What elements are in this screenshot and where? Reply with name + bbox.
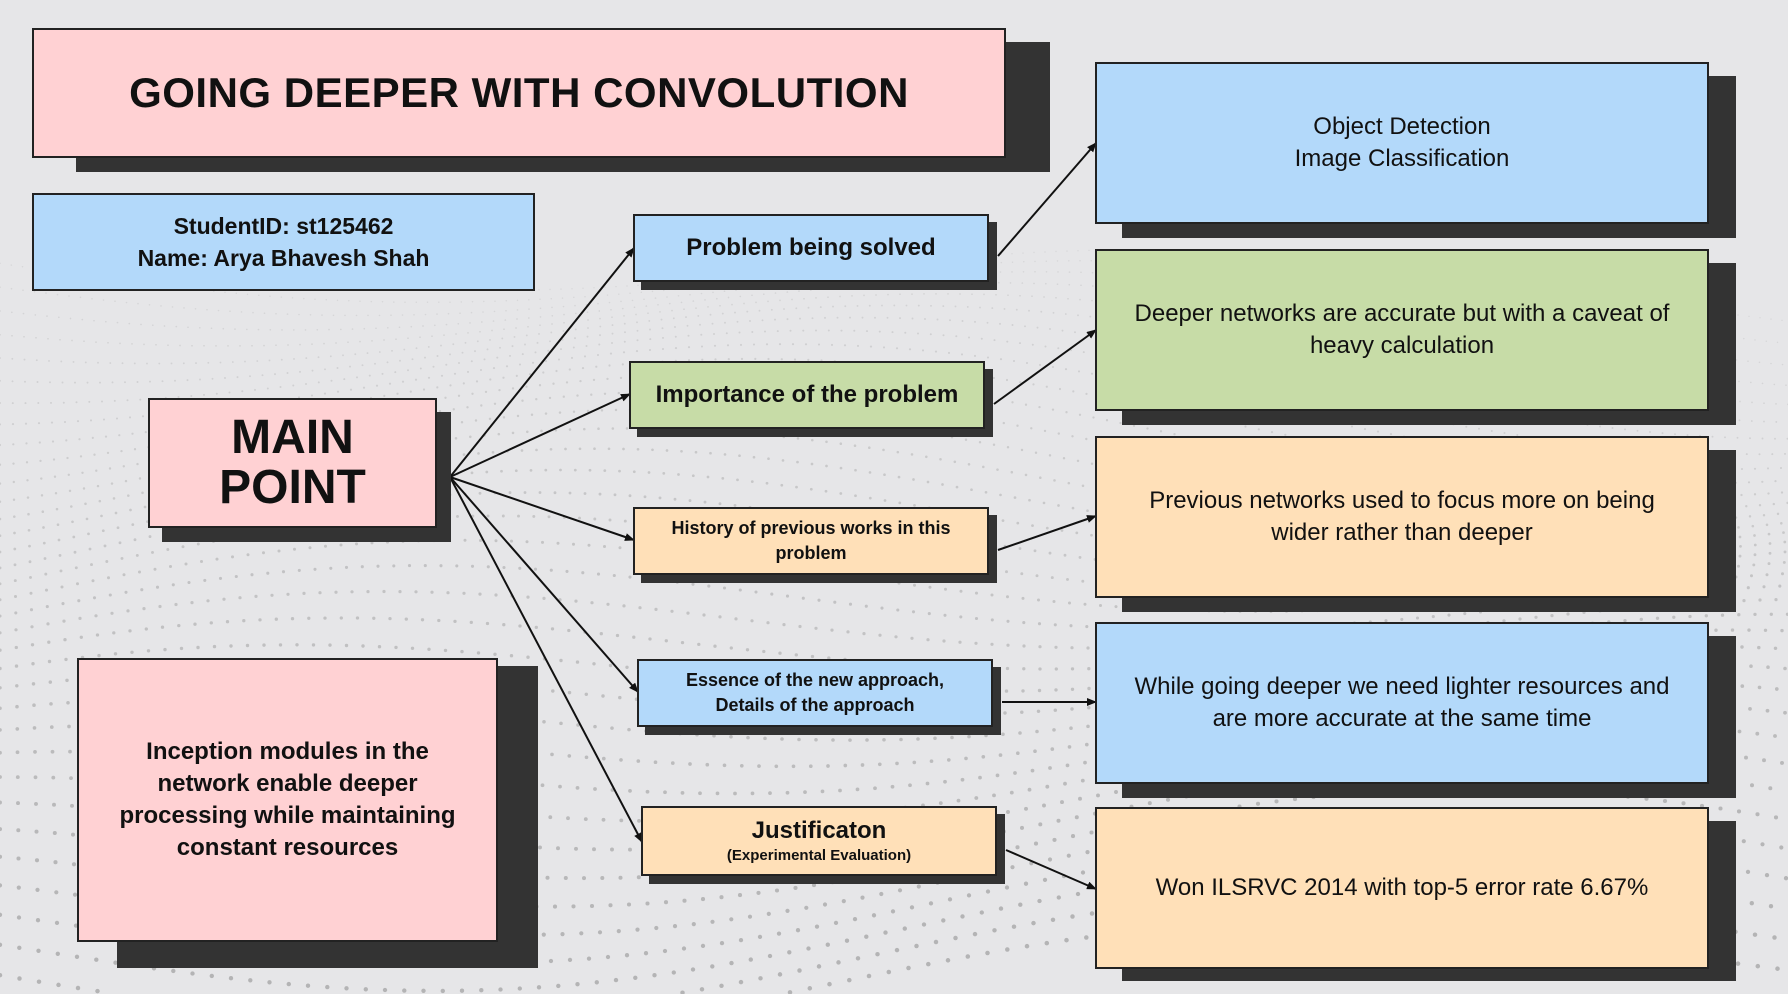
- topic-justification-label: Justificaton: [751, 817, 887, 844]
- topic-essence: Essence of the new approach, Details of …: [637, 659, 1001, 735]
- detail-justification-line1: Won ILSRVC 2014 with top-5 error rate 6.…: [1155, 874, 1649, 901]
- topic-importance-label: Importance of the problem: [655, 381, 959, 408]
- topic-essence-label-line2: Details of the approach: [715, 695, 915, 715]
- detail-justification: Won ILSRVC 2014 with top-5 error rate 6.…: [1095, 807, 1736, 981]
- detail-history-line1: Previous networks used to focus more on …: [1149, 487, 1655, 514]
- topic-justification-sublabel: (Experimental Evaluation): [726, 847, 912, 864]
- main-point-card: MAIN POINT: [148, 398, 451, 542]
- topic-importance: Importance of the problem: [629, 361, 993, 437]
- topic-problem-label: Problem being solved: [686, 234, 936, 261]
- detail-essence: While going deeper we need lighter resou…: [1095, 622, 1736, 798]
- student-id: StudentID: st125462: [173, 213, 394, 239]
- student-card: StudentID: st125462 Name: Arya Bhavesh S…: [32, 193, 535, 291]
- main-point-line1: MAIN: [231, 411, 354, 464]
- title-card: GOING DEEPER WITH CONVOLUTION: [32, 28, 1050, 172]
- summary-card: Inception modules in the network enable …: [77, 658, 538, 968]
- detail-history-line2: wider rather than deeper: [1271, 519, 1533, 546]
- topic-history-label-line2: problem: [775, 543, 847, 563]
- detail-importance: Deeper networks are accurate but with a …: [1095, 249, 1736, 425]
- topic-history: History of previous works in this proble…: [633, 507, 997, 583]
- detail-problem-line1: Object Detection: [1313, 113, 1491, 140]
- topic-history-label-line1: History of previous works in this: [671, 518, 951, 538]
- detail-problem-line2: Image Classification: [1294, 145, 1510, 172]
- topic-problem: Problem being solved: [633, 214, 997, 290]
- detail-history: Previous networks used to focus more on …: [1095, 436, 1736, 612]
- topic-justification: Justificaton (Experimental Evaluation): [641, 806, 1005, 884]
- detail-problem: Object Detection Image Classification: [1095, 62, 1736, 238]
- detail-importance-line1: Deeper networks are accurate but with a …: [1134, 300, 1670, 327]
- detail-essence-line2: are more accurate at the same time: [1212, 705, 1592, 732]
- detail-essence-line1: While going deeper we need lighter resou…: [1134, 673, 1670, 700]
- main-point-line2: POINT: [219, 461, 366, 514]
- detail-importance-line2: heavy calculation: [1309, 332, 1495, 359]
- page-title: GOING DEEPER WITH CONVOLUTION: [129, 69, 909, 116]
- topic-essence-label-line1: Essence of the new approach,: [685, 670, 945, 690]
- student-name: Name: Arya Bhavesh Shah: [137, 245, 430, 271]
- summary-text: Inception modules in the network enable …: [119, 738, 456, 861]
